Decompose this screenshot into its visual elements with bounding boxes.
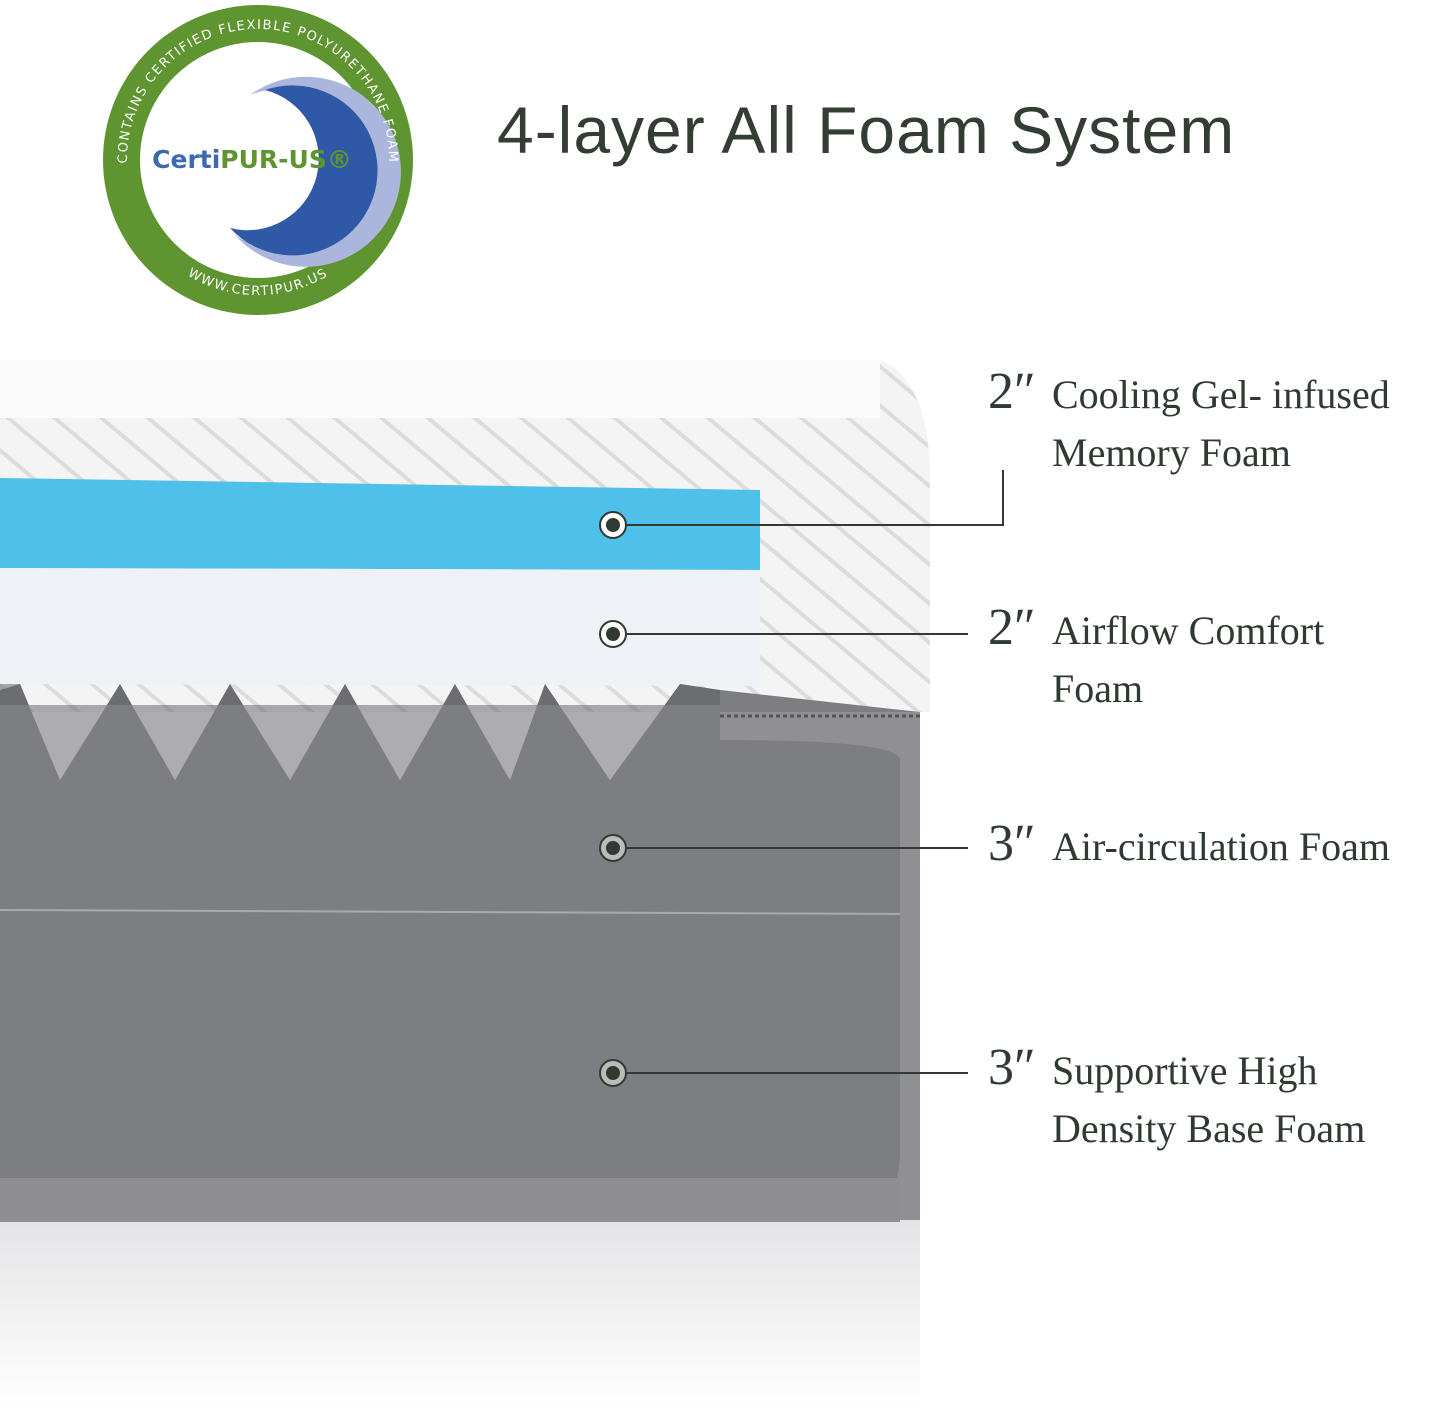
certipur-us-logo: CONTAINS CERTIFIED FLEXIBLE POLYURETHANE… <box>103 5 413 315</box>
layer-name: Foam <box>1052 666 1144 711</box>
layer-name: Air-circulation Foam <box>1052 824 1390 869</box>
foam-core <box>0 684 920 1220</box>
reflection <box>0 1220 920 1409</box>
callout-markers <box>599 511 627 1087</box>
layer-name: Density Base Foam <box>1052 1106 1366 1151</box>
page-title: 4-layer All Foam System <box>497 93 1236 167</box>
layer-name: Cooling Gel- infused <box>1052 372 1390 417</box>
layer-thickness: 2″ <box>988 599 1036 656</box>
layer-thickness: 3″ <box>988 815 1036 872</box>
bottom-fabric <box>0 1178 900 1222</box>
layer-seam <box>0 909 921 915</box>
layer-name: Memory Foam <box>1052 430 1291 475</box>
callout-line-1 <box>613 470 1004 526</box>
gel-layer <box>0 478 760 570</box>
side-fabric <box>720 712 920 1220</box>
layer-thickness: 3″ <box>988 1039 1036 1096</box>
airflow-layer <box>0 568 760 686</box>
layer-thickness: 2″ <box>988 363 1036 420</box>
svg-text:CertiPUR-US®: CertiPUR-US® <box>152 145 352 174</box>
layer-name: Supportive High <box>1052 1048 1318 1093</box>
layer-name: Airflow Comfort <box>1052 608 1325 653</box>
